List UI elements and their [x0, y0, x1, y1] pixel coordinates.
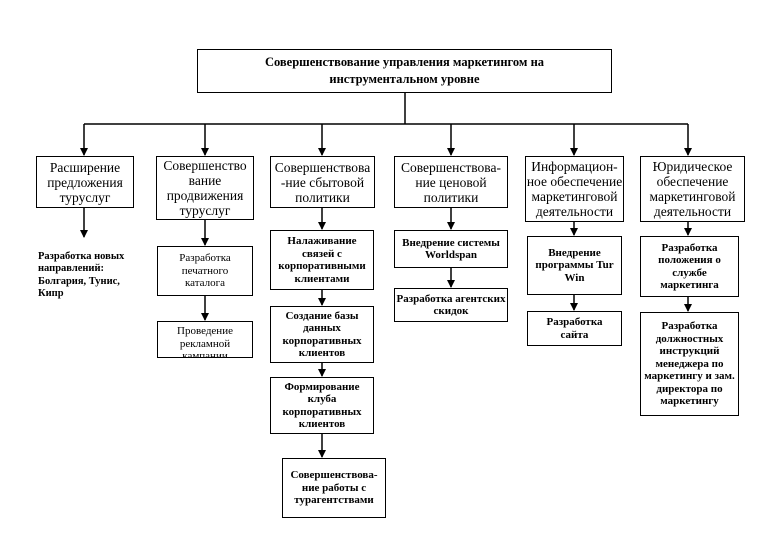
title-text: Совершенствование управления маркетингом… [264, 55, 545, 86]
item-col1-1-text: Разработка новых направлений: Болгария, … [38, 250, 125, 300]
item-col5-1-text: Внедрение программы Tur Win [535, 246, 614, 284]
header-col2: Совершенство вание продвижения туруслуг [156, 156, 254, 220]
header-col1-text: Расширение предложения туруслуг [47, 159, 123, 205]
item-col3-3: Формирование клуба корпоративных клиенто… [270, 377, 374, 434]
item-col5-2: Разработка сайта [527, 311, 622, 346]
title-box: Совершенствование управления маркетингом… [197, 49, 612, 93]
header-col4: Совершенствова- ние ценовой политики [394, 156, 508, 208]
item-col3-1: Налаживание связей с корпоративными клие… [270, 230, 374, 290]
item-col5-2-text: Разработка сайта [546, 316, 603, 341]
item-col3-3-text: Формирование клуба корпоративных клиенто… [282, 380, 362, 431]
item-col2-2: Проведение рекламной кампании [157, 321, 253, 358]
header-col3-text: Совершенствова -ние сбытовой политики [274, 159, 371, 205]
item-col4-2-text: Разработка агентских скидок [396, 292, 506, 318]
item-col4-2: Разработка агентских скидок [394, 288, 508, 322]
item-col3-2-text: Создание базы данных корпоративных клиен… [282, 309, 362, 360]
item-col3-2: Создание базы данных корпоративных клиен… [270, 306, 374, 363]
item-col1-1: Разработка новых направлений: Болгария, … [38, 238, 158, 300]
item-col6-1-text: Разработка положения о службе маркетинга [658, 241, 721, 292]
header-col2-text: Совершенство вание продвижения туруслуг [163, 158, 247, 218]
item-col3-4: Совершенствова- ние работы с турагентств… [282, 458, 386, 518]
item-col2-1: Разработка печатного каталога [157, 246, 253, 296]
item-col4-1: Внедрение системы Worldspan [394, 230, 508, 268]
item-col3-1-text: Налаживание связей с корпоративными клие… [278, 235, 366, 285]
header-col5: Информацион- ное обеспечение маркетингов… [525, 156, 624, 222]
item-col6-1: Разработка положения о службе маркетинга [640, 236, 739, 297]
item-col2-1-text: Разработка печатного каталога [179, 252, 231, 290]
item-col5-1: Внедрение программы Tur Win [527, 236, 622, 295]
header-col3: Совершенствова -ние сбытовой политики [270, 156, 375, 208]
item-col6-2: Разработка должностных инструкций менедж… [640, 312, 739, 416]
item-col2-2-text: Проведение рекламной кампании [177, 325, 233, 358]
header-col4-text: Совершенствова- ние ценовой политики [400, 159, 501, 205]
header-col6: Юридическое обеспечение маркетинговой де… [640, 156, 745, 222]
header-col5-text: Информацион- ное обеспечение маркетингов… [526, 159, 623, 219]
item-col3-4-text: Совершенствова- ние работы с турагентств… [290, 469, 378, 507]
header-col1: Расширение предложения туруслуг [36, 156, 134, 208]
item-col6-2-text: Разработка должностных инструкций менедж… [644, 320, 735, 408]
item-col4-1-text: Внедрение системы Worldspan [402, 236, 500, 262]
header-col6-text: Юридическое обеспечение маркетинговой де… [649, 159, 736, 219]
